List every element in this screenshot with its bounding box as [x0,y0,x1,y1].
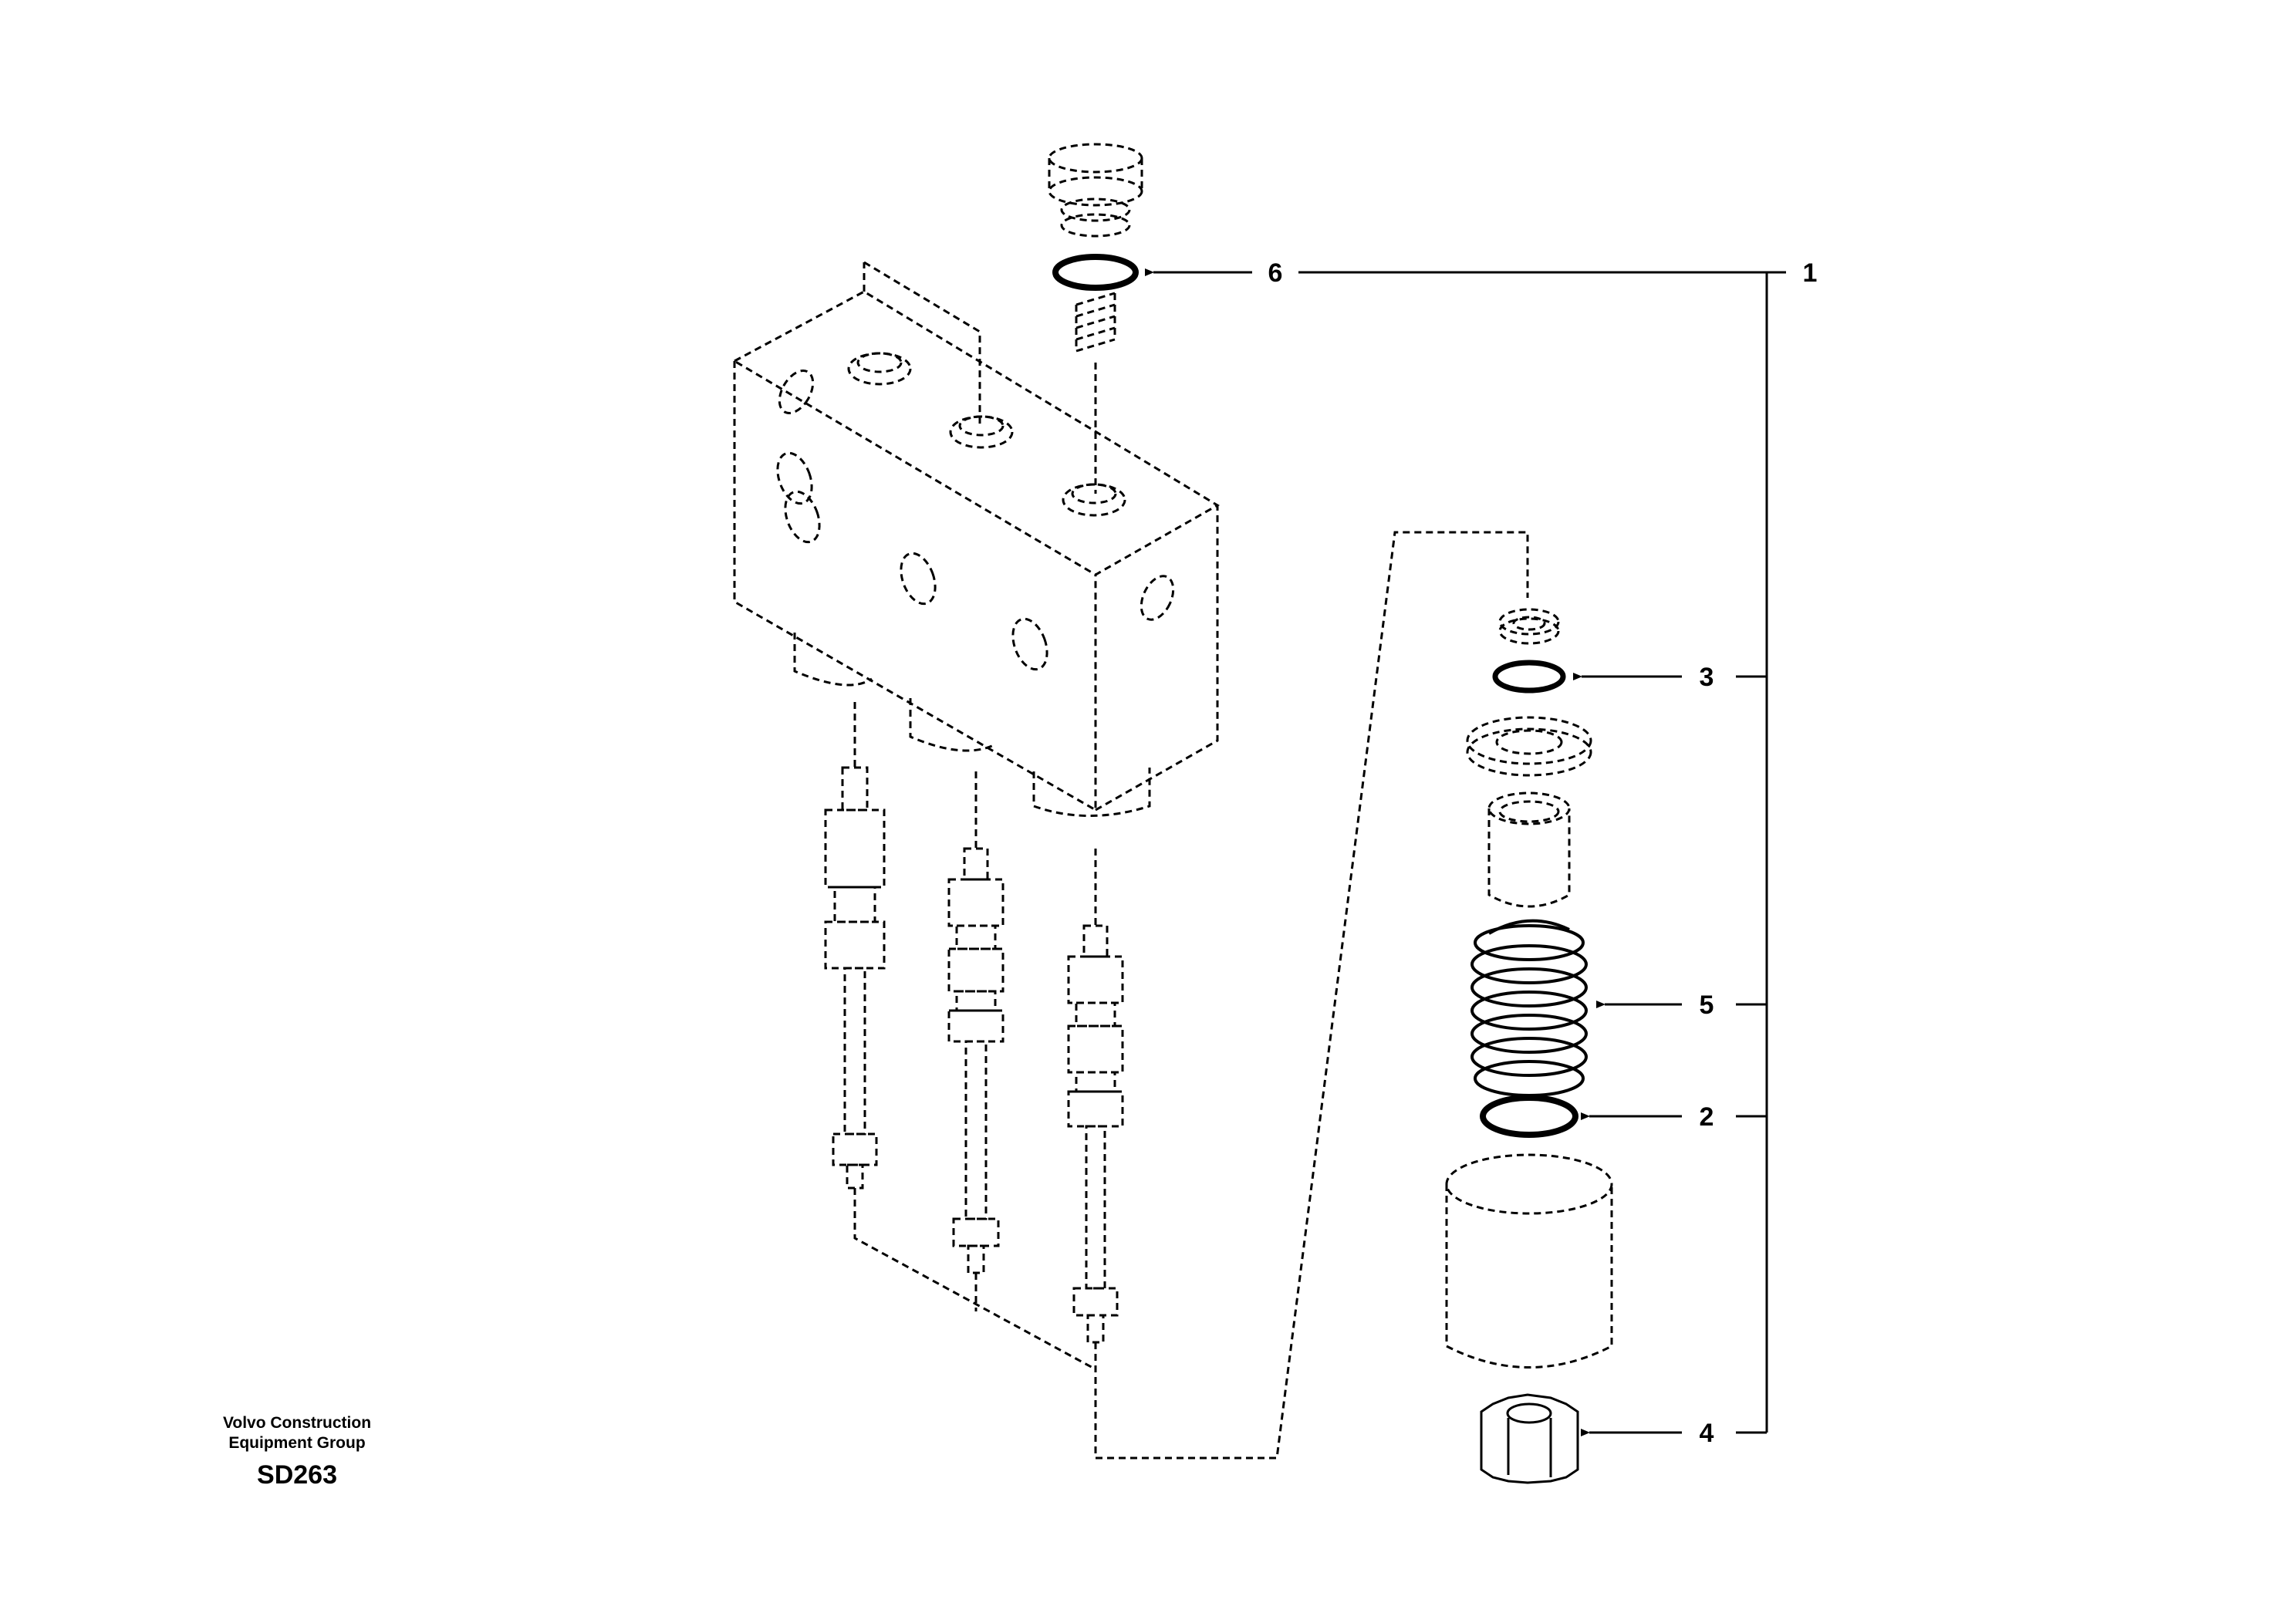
main-spring [1470,919,1588,1097]
credit-line-1: Volvo Construction [222,1414,372,1432]
callout-1: 1 [1803,258,1818,288]
small-spring [1075,292,1116,353]
credit-line-2: Equipment Group [228,1434,366,1452]
callout-4: 4 [1700,1419,1714,1448]
spool-left [824,702,886,1190]
seat-washer [1466,716,1592,777]
callout-3: 3 [1700,663,1714,692]
valve-block [731,262,1220,817]
o-ring-3 [1492,660,1566,694]
publisher-credit: Volvo Construction Equipment Group SD263 [177,1413,417,1492]
assembly-lines [853,531,1529,1460]
sleeve [1487,791,1571,908]
o-ring-6 [1052,254,1139,291]
washer-top [1498,608,1560,645]
top-plug [1048,143,1143,238]
o-ring-2 [1480,1095,1578,1138]
piston-cup [1445,1153,1613,1369]
callout-6: 6 [1268,258,1283,288]
callout-2: 2 [1700,1102,1714,1132]
callout-5: 5 [1700,991,1714,1020]
diagram-code: SD263 [257,1460,337,1490]
spool-middle [947,771,1004,1274]
castle-nut [1480,1393,1579,1484]
block-axis-line [863,261,981,424]
spool-right [1067,849,1124,1344]
